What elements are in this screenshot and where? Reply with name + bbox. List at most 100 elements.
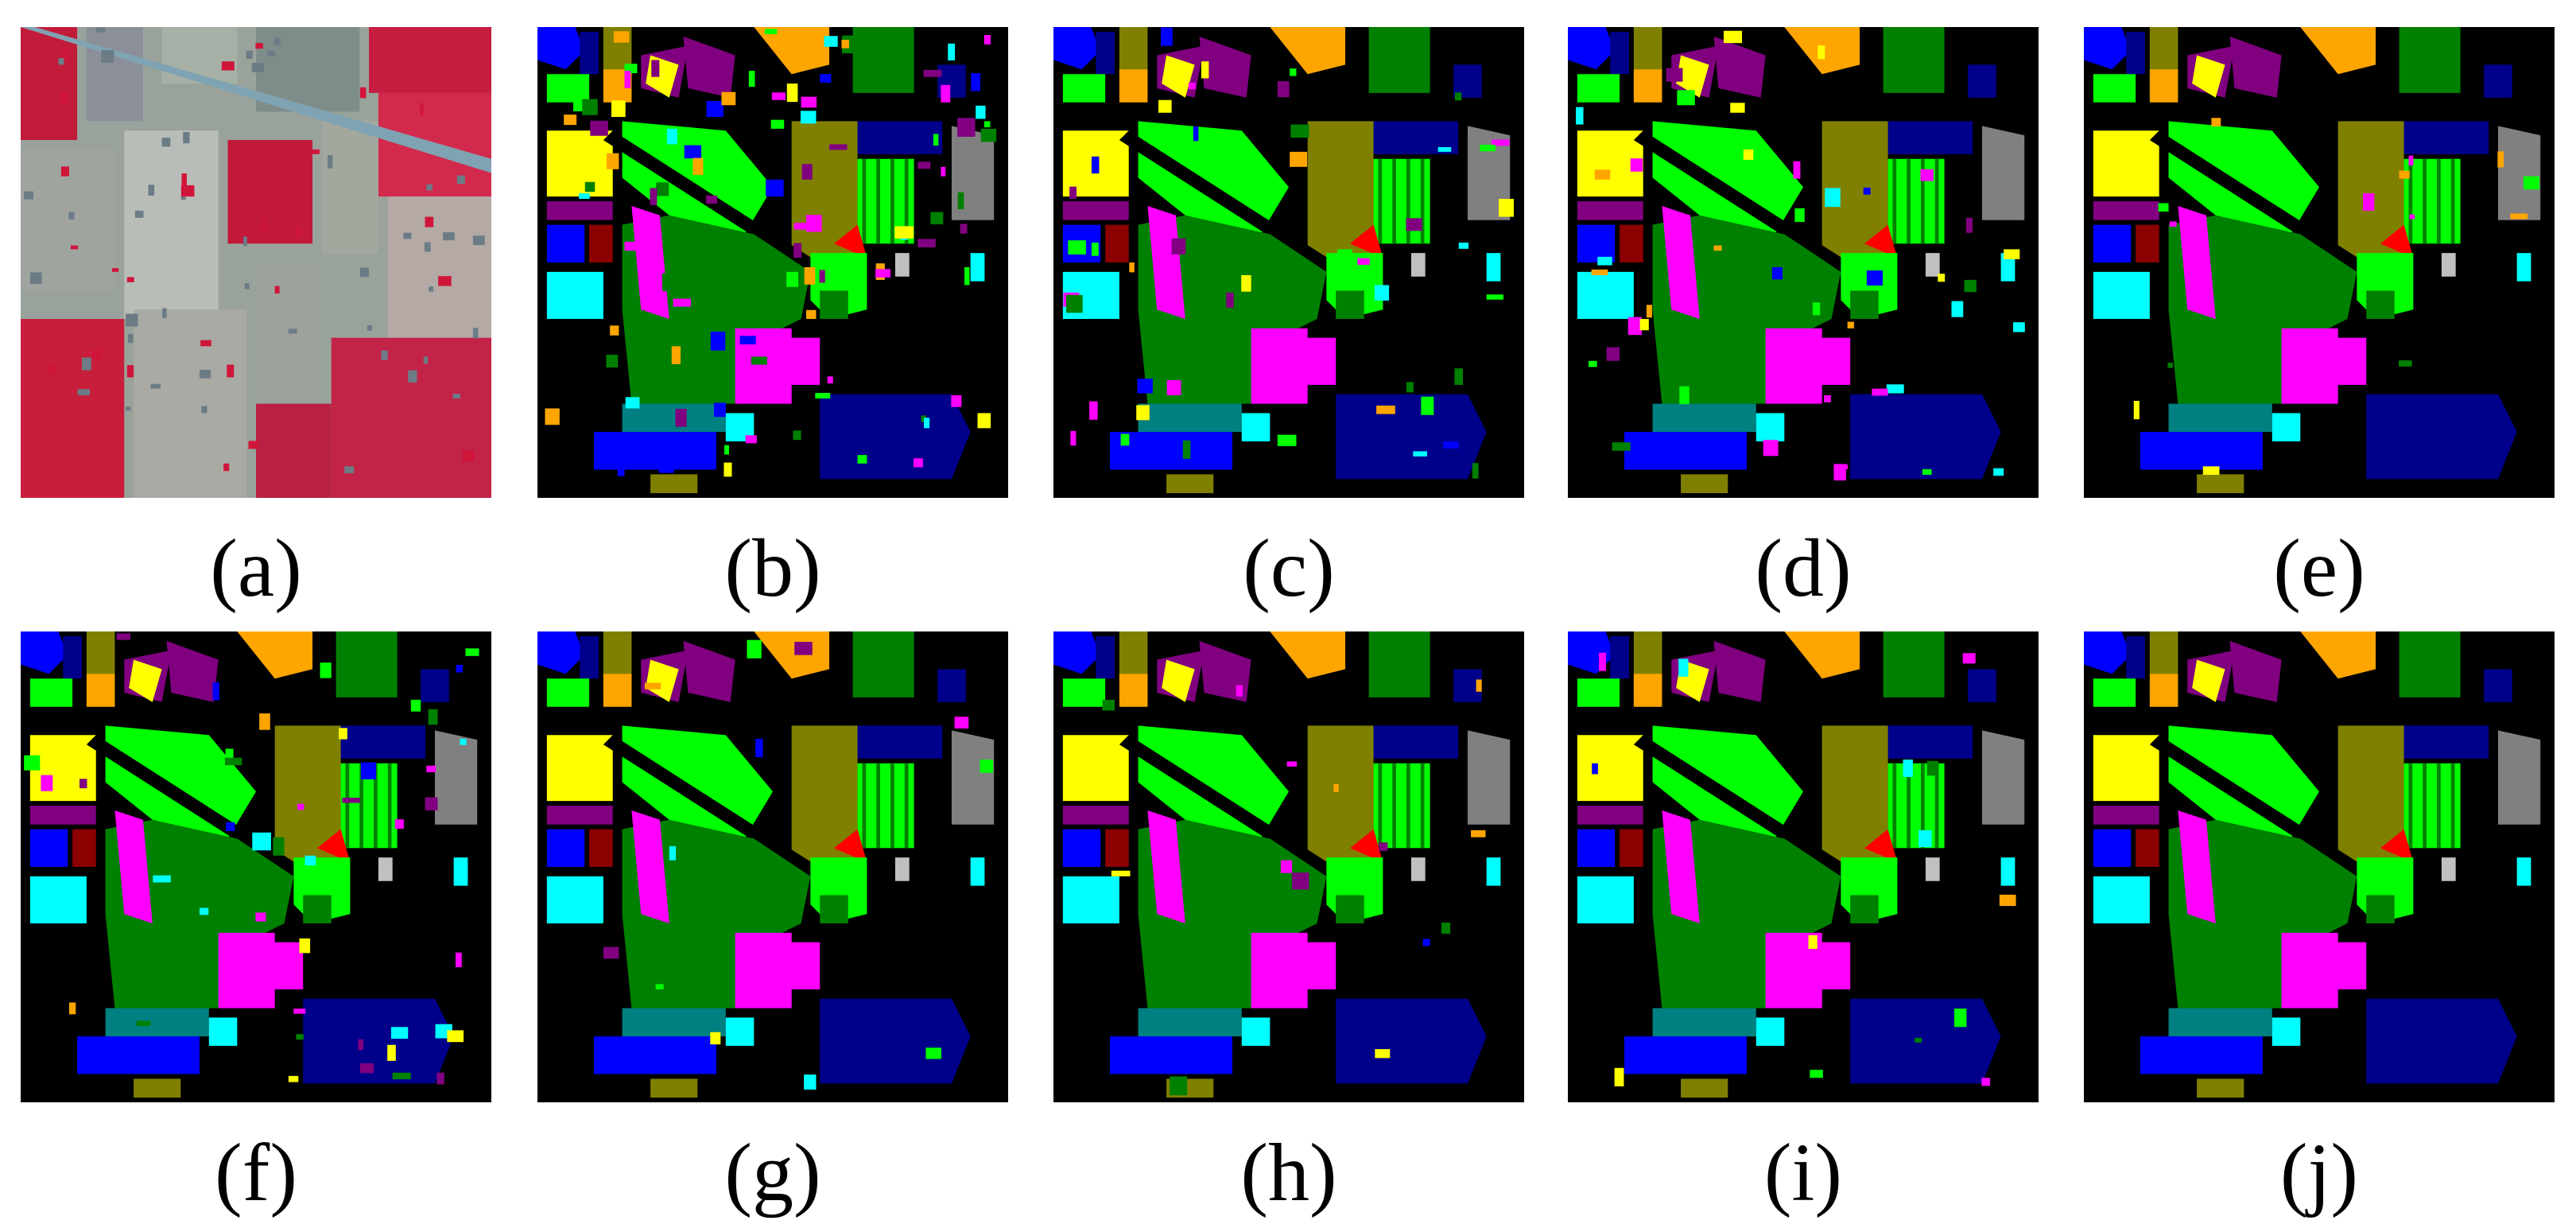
caption-e: (e)	[2273, 523, 2365, 614]
texture-speckle	[60, 166, 69, 177]
noise-speckle	[1763, 440, 1779, 457]
texture-speckle	[199, 369, 211, 379]
region-navy-strip	[1610, 31, 1629, 75]
region-lime-small	[1577, 74, 1620, 103]
region-green-large	[622, 819, 811, 1008]
region-gray-building	[951, 730, 995, 825]
noise-speckle	[1290, 151, 1308, 167]
noise-speckle	[1182, 440, 1191, 459]
caption-j: (j)	[2279, 1127, 2359, 1218]
region-darkred-mid	[2136, 829, 2159, 867]
noise-speckle	[1193, 126, 1199, 142]
region-green-stripe	[2437, 158, 2441, 244]
region-lime-small	[546, 678, 590, 707]
region-red-triangle	[1349, 224, 1383, 258]
noise-speckle	[584, 181, 596, 192]
noise-speckle	[2169, 221, 2177, 227]
panel-c: (c)	[1053, 27, 1524, 612]
region-navy-bottom	[2366, 998, 2517, 1084]
region-cyan-bottom	[1241, 1017, 1271, 1046]
noise-speckle	[1612, 442, 1631, 451]
noise-speckle	[1070, 430, 1077, 446]
region-purple-b	[1713, 36, 1766, 98]
noise-speckle	[651, 60, 660, 77]
diagonal-road	[2149, 130, 2395, 291]
noise-speckle	[2167, 363, 2173, 368]
region-green-right	[1336, 290, 1364, 320]
region-navy-bottom	[820, 998, 971, 1084]
region-green-stripe	[1921, 763, 1925, 849]
noise-speckle	[288, 1075, 299, 1082]
region-purple-b	[683, 640, 735, 702]
region-navy-strip	[2126, 635, 2145, 679]
noise-speckle	[804, 266, 816, 285]
noise-speckle	[1091, 156, 1100, 174]
region-green-top	[852, 27, 914, 93]
region-green-right	[820, 895, 848, 924]
noise-speckle	[977, 413, 991, 429]
noise-speckle	[941, 166, 946, 177]
noise-speckle	[1812, 302, 1821, 316]
noise-speckle	[624, 241, 643, 251]
noise-speckle	[2211, 118, 2221, 126]
noise-speckle	[1743, 149, 1754, 160]
noise-speckle	[661, 273, 676, 292]
region-yellow-small	[1162, 55, 1195, 98]
region-magenta-small	[1298, 337, 1336, 385]
noise-speckle	[1965, 217, 1973, 233]
region-green-stripe	[345, 763, 350, 849]
noise-speckle	[801, 96, 817, 108]
region-orange-top	[2300, 631, 2376, 679]
diagonal-road	[86, 735, 332, 896]
texture-speckle	[420, 103, 424, 115]
texture-speckle	[91, 350, 102, 360]
noise-speckle	[1808, 935, 1818, 950]
region-red-triangle	[1864, 224, 1898, 258]
noise-speckle	[921, 415, 926, 422]
region-navy-top	[2484, 64, 2512, 98]
noise-speckle	[914, 458, 923, 468]
noise-speckle	[923, 69, 942, 77]
region-magenta-block	[218, 932, 275, 1008]
classification-map-g	[537, 631, 1008, 1102]
region-lightgray-small	[894, 857, 910, 881]
texture-speckle	[223, 463, 230, 472]
region-magenta-strip	[1147, 810, 1185, 924]
noise-speckle	[1170, 1076, 1188, 1096]
noise-speckle	[1480, 145, 1496, 152]
region-lightgray-small	[1410, 253, 1426, 277]
noise-speckle	[305, 855, 316, 866]
texture-speckle	[429, 286, 434, 292]
texture-speckle	[472, 328, 479, 339]
noise-speckle	[1723, 30, 1743, 44]
region-yellow-small	[1162, 659, 1195, 702]
region-magenta-small	[1812, 337, 1851, 385]
noise-speckle	[1486, 294, 1503, 300]
region-lightgray-small	[2441, 857, 2456, 881]
region-blue-mid	[546, 224, 585, 262]
noise-speckle	[933, 134, 939, 146]
region-magenta-strip	[631, 205, 669, 320]
region-green-stripe	[890, 763, 894, 849]
region-green-stripe	[1406, 763, 1410, 849]
classification-map-d	[1568, 27, 2039, 498]
region-olive-bottom	[2197, 474, 2244, 494]
texture-speckle	[344, 466, 355, 474]
region-red-triangle	[2380, 829, 2414, 863]
texture-speckle	[438, 276, 452, 286]
noise-speckle	[1188, 82, 1196, 90]
region-green-stripe	[876, 158, 880, 244]
diagonal-road	[1119, 735, 1364, 896]
region-yellow-block	[2093, 130, 2159, 197]
region-magenta-strip	[631, 810, 669, 924]
texture-speckle	[267, 51, 276, 56]
noise-speckle	[1964, 279, 1977, 293]
texture-speckle	[288, 328, 297, 334]
noise-speckle	[710, 1032, 721, 1045]
noise-speckle	[1292, 872, 1309, 890]
noise-speckle	[358, 1039, 363, 1051]
noise-speckle	[1606, 347, 1620, 361]
region-cyan-small	[2000, 857, 2015, 886]
panel-d: (d)	[1568, 27, 2039, 612]
texture-speckle	[452, 394, 460, 399]
